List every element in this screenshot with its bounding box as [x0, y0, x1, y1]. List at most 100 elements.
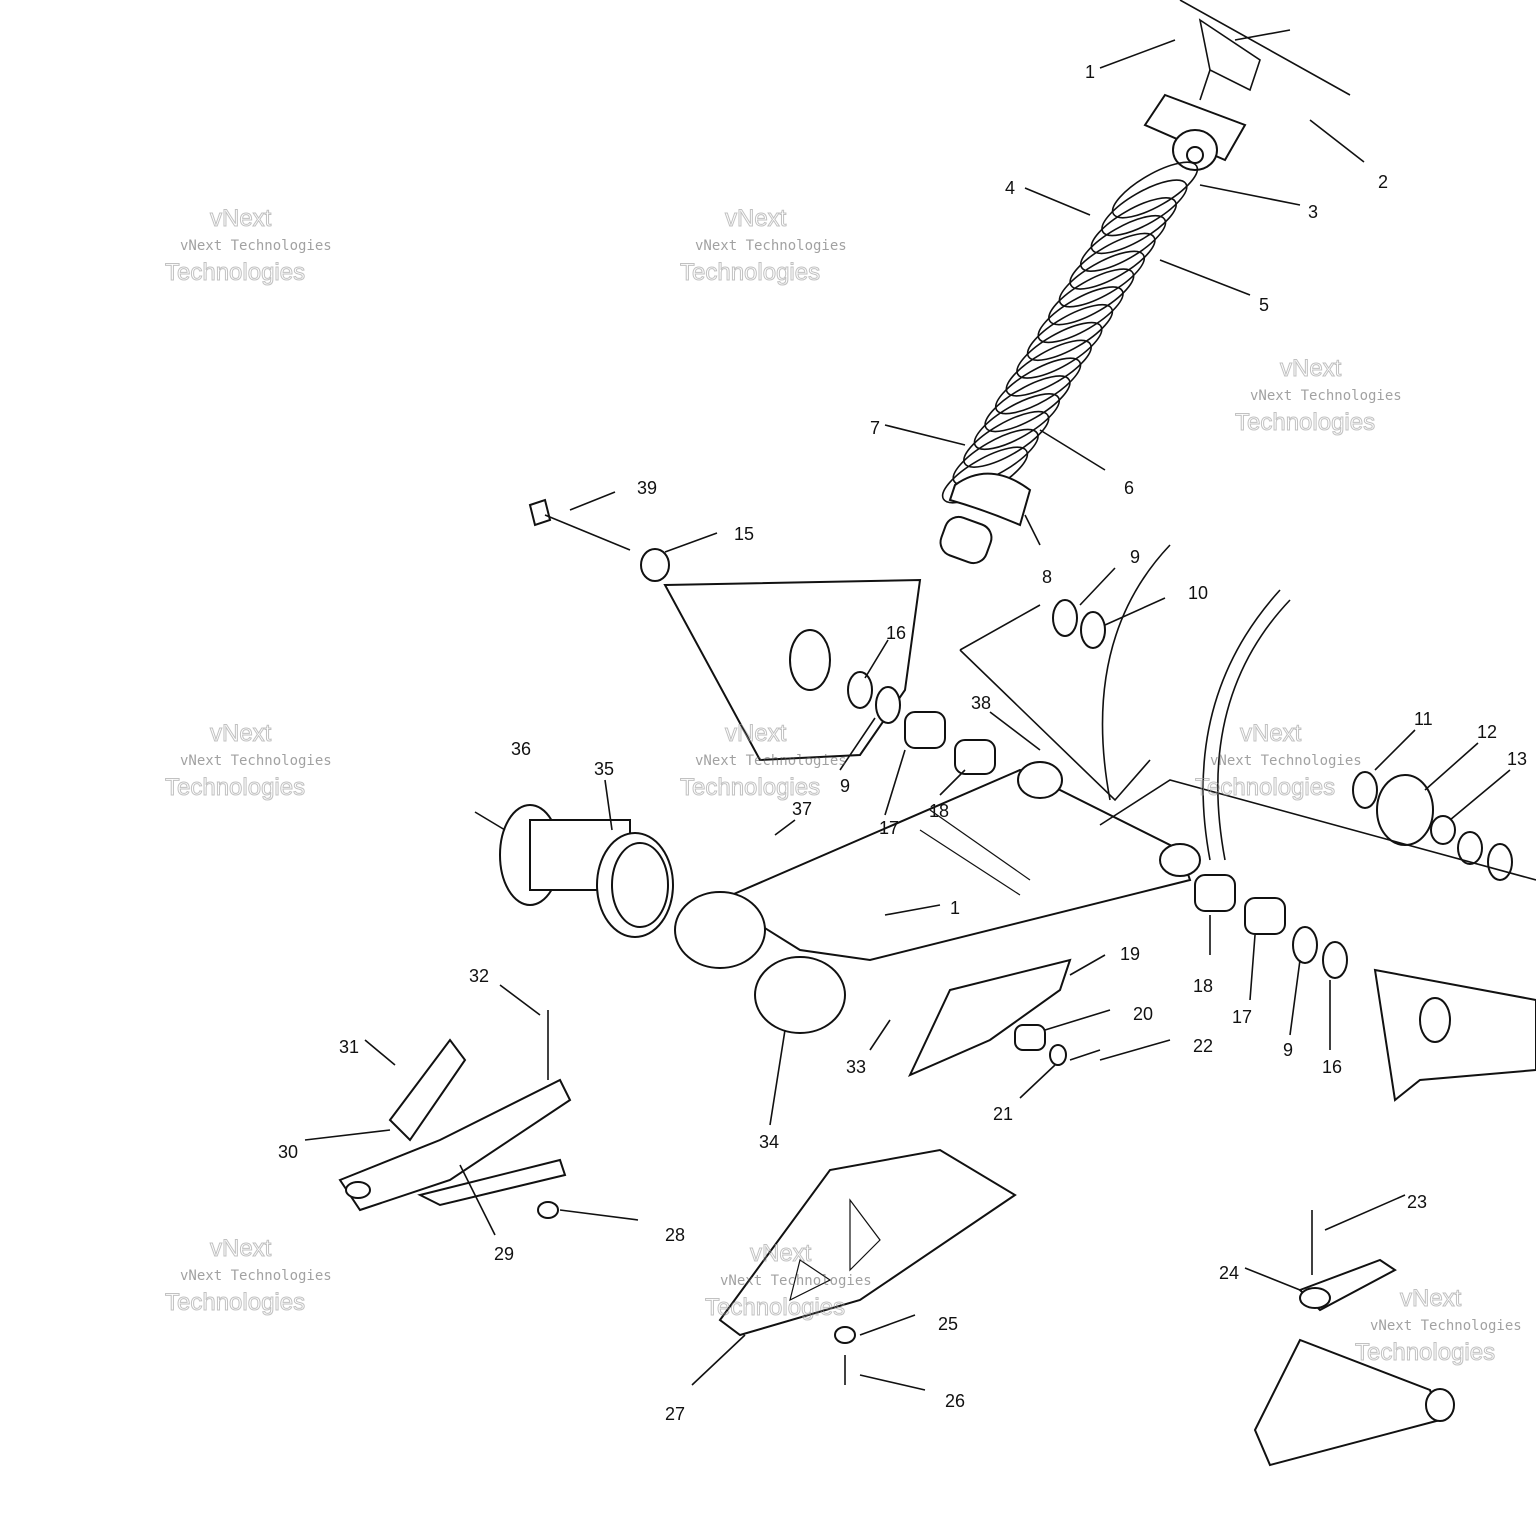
svg-text:vNext: vNext [1280, 355, 1342, 382]
svg-text:vNext Technologies: vNext Technologies [1370, 1318, 1522, 1334]
callout: 8 [1042, 567, 1052, 587]
callout: 9 [1130, 547, 1140, 567]
shock-absorber [939, 129, 1218, 565]
spring-coil [1101, 179, 1188, 237]
svg-text:vNext: vNext [725, 720, 787, 747]
callout: 13 [1507, 749, 1527, 769]
skid-plate [718, 1148, 1017, 1385]
callout: 32 [469, 966, 489, 986]
svg-text:vNext Technologies: vNext Technologies [1210, 753, 1362, 769]
spring-coil [952, 428, 1039, 486]
spring-coil [963, 410, 1050, 468]
mount-bracket-left [338, 1010, 572, 1219]
svg-text:vNext: vNext [210, 720, 272, 747]
spring-coil [984, 375, 1071, 433]
svg-text:Technologies: Technologies [165, 259, 305, 286]
bushings-center [847, 544, 1291, 861]
callout: 20 [1133, 1004, 1153, 1024]
svg-text:vNext: vNext [1240, 720, 1302, 747]
svg-text:vNext Technologies: vNext Technologies [720, 1273, 872, 1289]
svg-text:Technologies: Technologies [165, 1289, 305, 1316]
svg-text:Technologies: Technologies [680, 774, 820, 801]
leader-lines [304, 39, 1511, 1391]
callout: 5 [1259, 295, 1269, 315]
spring-coil [1079, 214, 1167, 272]
svg-text:vNext Technologies: vNext Technologies [1250, 388, 1402, 404]
callout: 34 [759, 1132, 779, 1152]
brackets-lower [907, 958, 1101, 1077]
svg-text:vNext Technologies: vNext Technologies [180, 753, 332, 769]
svg-text:vNext Technologies: vNext Technologies [695, 238, 847, 254]
spring-coil [1026, 303, 1114, 362]
svg-text:vNext: vNext [1400, 1285, 1462, 1312]
spring-coil [1048, 268, 1135, 326]
callout: 24 [1219, 1263, 1239, 1283]
callout: 39 [637, 478, 657, 498]
callout: 30 [278, 1142, 298, 1162]
callout-labels: 1 2 3 4 5 6 7 8 9 10 39 15 16 38 36 35 9… [278, 62, 1527, 1424]
callout: 36 [511, 739, 531, 759]
swing-arm [674, 761, 1201, 1034]
callout: 1 [1085, 62, 1095, 82]
svg-text:Technologies: Technologies [1355, 1339, 1495, 1366]
callout: 4 [1005, 178, 1015, 198]
callout: 25 [938, 1314, 958, 1334]
callout: 27 [665, 1404, 685, 1424]
callout: 26 [945, 1391, 965, 1411]
spring-coil [1037, 286, 1124, 344]
svg-text:vNext: vNext [725, 205, 787, 232]
callout: 35 [594, 759, 614, 779]
callout: 18 [929, 801, 949, 821]
callout: 37 [792, 799, 812, 819]
callout: 38 [971, 693, 991, 713]
callout: 15 [734, 524, 754, 544]
svg-text:Technologies: Technologies [165, 774, 305, 801]
spring-coil [1016, 321, 1103, 379]
callout: 2 [1378, 172, 1388, 192]
svg-text:vNext: vNext [750, 1240, 812, 1267]
svg-text:Technologies: Technologies [1195, 774, 1335, 801]
callout: 17 [879, 818, 899, 838]
spring-coil [973, 393, 1061, 451]
callout: 9 [1283, 1040, 1293, 1060]
callout: 16 [886, 623, 906, 643]
callout: 12 [1477, 722, 1497, 742]
spring-coil [1005, 339, 1092, 397]
svg-text:vNext: vNext [210, 205, 272, 232]
callout: 22 [1193, 1036, 1213, 1056]
svg-text:Technologies: Technologies [680, 259, 820, 286]
svg-text:Technologies: Technologies [705, 1294, 845, 1321]
callout: 9 [840, 776, 850, 796]
mount-bottom-right [1253, 1210, 1455, 1467]
frame-bracket [1143, 0, 1351, 162]
spring-coil [1090, 197, 1177, 255]
callout: 17 [1232, 1007, 1252, 1027]
callout: 33 [846, 1057, 866, 1077]
callout: 11 [1414, 709, 1433, 729]
callout: 16 [1322, 1057, 1342, 1077]
callout: 1 [950, 898, 960, 918]
callout: 28 [665, 1225, 685, 1245]
svg-text:vNext Technologies: vNext Technologies [180, 238, 332, 254]
svg-text:vNext Technologies: vNext Technologies [180, 1268, 332, 1284]
side-plate-left [528, 498, 922, 762]
spring-coil [1058, 250, 1146, 308]
axle-tube [474, 804, 674, 938]
callout: 3 [1308, 202, 1318, 222]
callout: 10 [1188, 583, 1208, 603]
callout: 21 [993, 1104, 1013, 1124]
hub-right [1099, 771, 1536, 1102]
callout: 7 [870, 418, 880, 438]
callout: 6 [1124, 478, 1134, 498]
